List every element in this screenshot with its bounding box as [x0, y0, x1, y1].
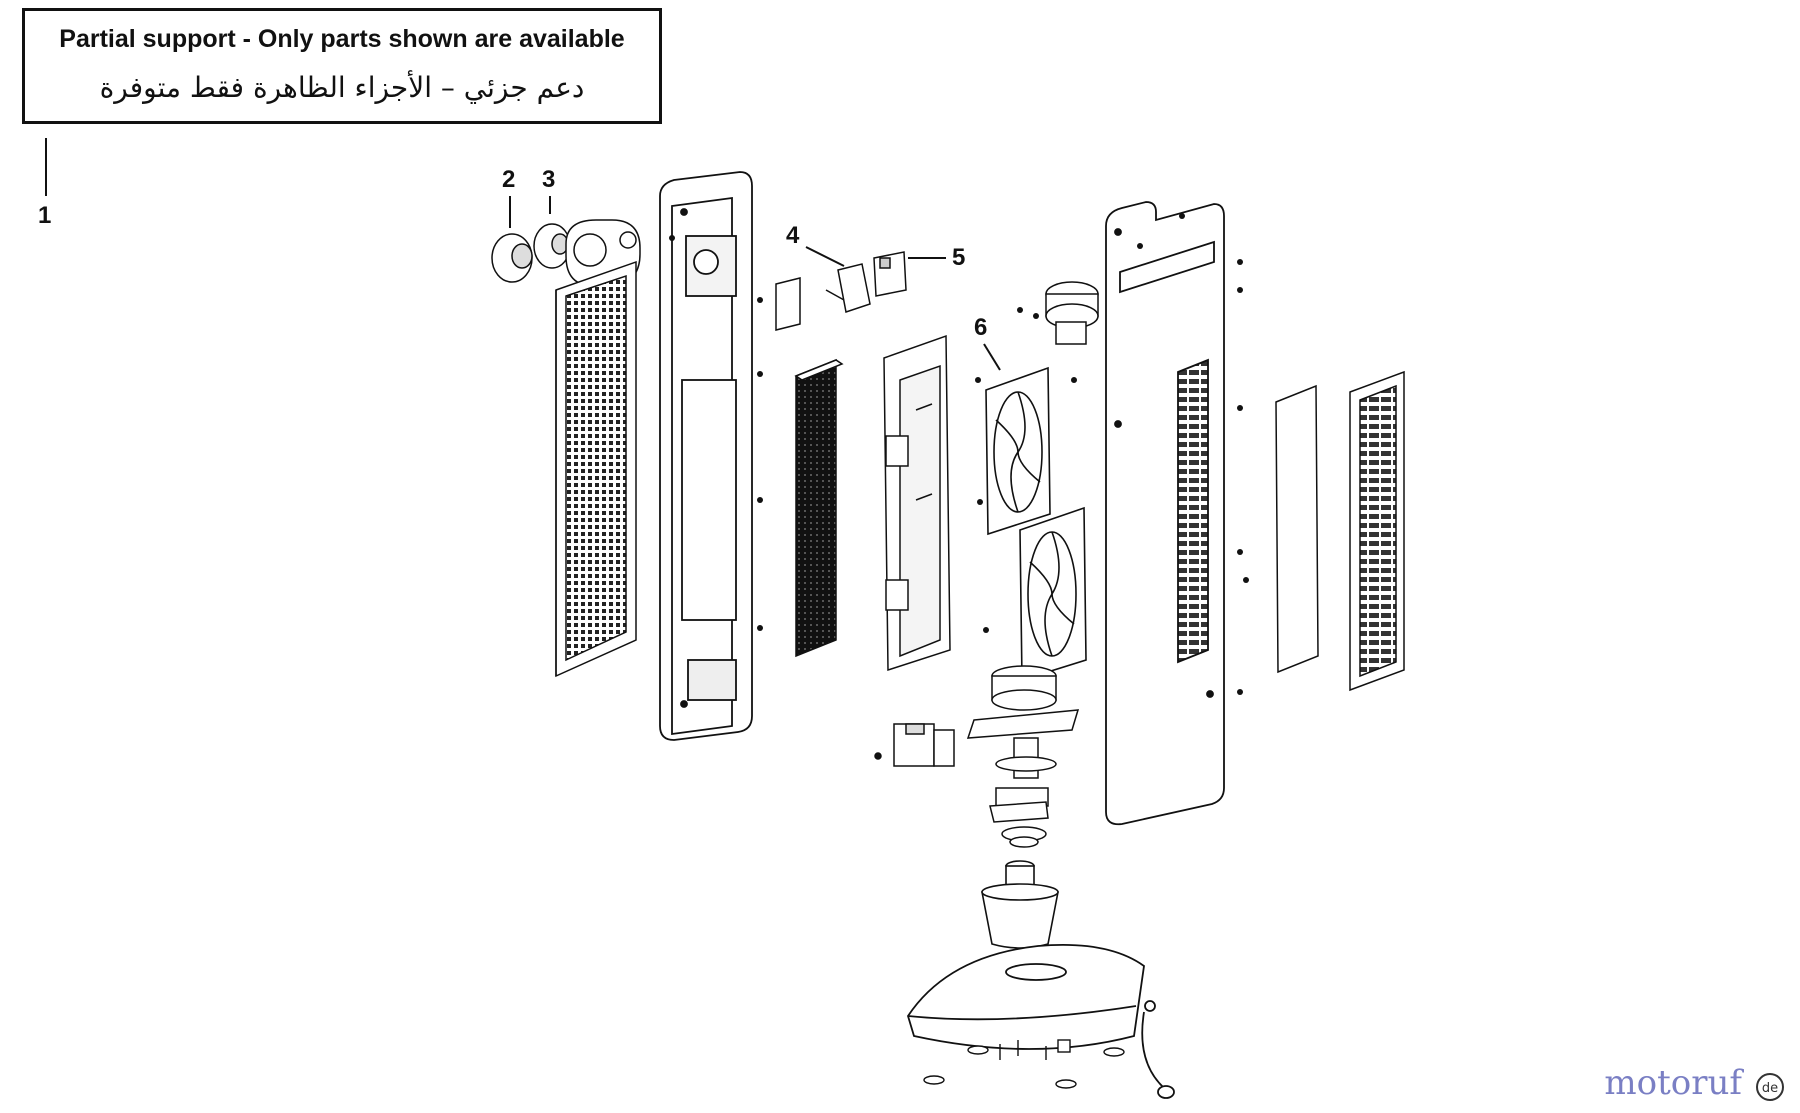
- leader-lines: [45, 138, 1001, 371]
- fan-lower: [1019, 506, 1087, 682]
- rear-housing: [1105, 201, 1225, 826]
- callout-1: 1: [38, 202, 52, 229]
- watermark-logo: motoruf: [1604, 1063, 1742, 1103]
- screws-front: [669, 235, 763, 631]
- notice-english: Partial support - Only parts shown are a…: [59, 25, 625, 53]
- transformer: [874, 723, 955, 767]
- callout-4: 4: [786, 222, 800, 249]
- watermark-badge: de: [1756, 1073, 1784, 1101]
- base-plate: [907, 943, 1175, 1099]
- leader-6: [983, 343, 1001, 371]
- callout-6: 6: [974, 314, 988, 341]
- callout-5: 5: [952, 244, 966, 271]
- leader-4: [805, 246, 845, 267]
- switch-assembly: [775, 251, 907, 331]
- base-feet: [923, 1039, 1125, 1089]
- inner-frame: [883, 334, 951, 672]
- notice-box: Partial support - Only parts shown are a…: [22, 8, 662, 124]
- notice-arabic: دعم جزئي – الأجزاء الظاهرة فقط متوفرة: [99, 71, 585, 104]
- rear-filter-sheet: [1275, 384, 1319, 674]
- screws-rear: [1137, 213, 1249, 695]
- base-column: [981, 860, 1059, 949]
- carbon-filter: [794, 358, 844, 658]
- callout-2: 2: [502, 166, 516, 193]
- front-grille: [555, 260, 637, 678]
- rear-grille: [1349, 370, 1405, 692]
- top-motor: [1045, 281, 1099, 345]
- front-housing: [659, 171, 753, 741]
- fan-upper: [985, 366, 1051, 536]
- control-knobs: [491, 219, 641, 287]
- screws-fan: [975, 307, 1077, 633]
- callout-3: 3: [542, 166, 556, 193]
- gear-stack: [989, 737, 1057, 848]
- oscillation-motor: [966, 665, 1080, 739]
